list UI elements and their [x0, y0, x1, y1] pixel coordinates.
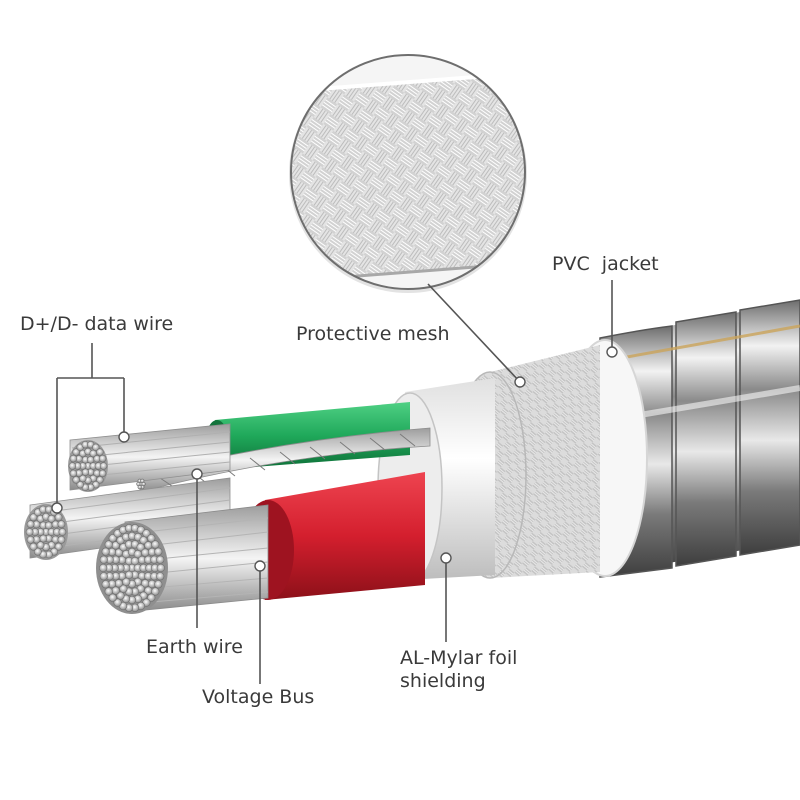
- strand-end: [151, 540, 160, 549]
- strand-end: [98, 454, 107, 463]
- anchor-data-wire-upper: [118, 431, 130, 443]
- zoom-ring: [290, 54, 526, 290]
- strand-end: [108, 534, 117, 543]
- strand-end: [54, 513, 63, 522]
- strand-end: [69, 454, 78, 463]
- earth-strand-bundle: [139, 427, 431, 493]
- strand-end: [101, 580, 110, 589]
- anchor-pvc-jacket: [606, 346, 618, 358]
- strand-end: [154, 580, 163, 589]
- data-lower-strand-lines: [31, 487, 231, 551]
- leader-protective-mesh: [427, 283, 521, 383]
- strand-end: [104, 540, 113, 549]
- strand-end: [156, 572, 165, 581]
- strand-end: [108, 593, 117, 602]
- strand-end: [68, 462, 77, 470]
- strand-end-faces: [25, 441, 165, 612]
- strand-end: [76, 481, 84, 489]
- label-earth-wire: Earth wire: [146, 636, 243, 658]
- strand-end: [72, 476, 80, 484]
- strand-end: [26, 520, 35, 529]
- strand-end: [147, 534, 156, 543]
- strand-end: [57, 520, 66, 529]
- anchor-protective-mesh: [514, 376, 526, 388]
- jacket-ring-2: [675, 311, 737, 567]
- strand-end: [29, 542, 38, 551]
- protective-mesh-zoom-view: [289, 54, 527, 293]
- strand-end: [140, 478, 145, 484]
- strand-end: [72, 448, 80, 456]
- strand-end: [25, 528, 34, 536]
- strand-end: [99, 555, 108, 564]
- strand-end: [156, 563, 165, 573]
- label-data-wire: D+/D- data wire: [20, 313, 173, 335]
- strand-end: [81, 468, 90, 476]
- strand-end: [156, 555, 165, 564]
- strand-end: [92, 443, 100, 451]
- strand-end: [136, 543, 145, 552]
- label-foil-shielding-line2: shielding: [400, 670, 486, 692]
- strand-end: [69, 469, 78, 478]
- strand-end: [58, 528, 67, 536]
- strand-end: [142, 529, 151, 538]
- strand-end: [139, 536, 148, 545]
- strand-end: [116, 591, 125, 600]
- jacket-ring-3: [739, 299, 800, 556]
- label-voltage-bus: Voltage Bus: [202, 686, 314, 708]
- strand-end: [99, 462, 108, 470]
- diagram-labels: PVC jacket D+/D- data wire Protective me…: [20, 253, 659, 708]
- strand-end: [26, 535, 35, 544]
- zoom-braid-band: [291, 72, 525, 282]
- label-protective-mesh: Protective mesh: [296, 323, 450, 345]
- jacket-gold-stripe: [609, 324, 800, 362]
- data-upper-strand-lines: [71, 431, 231, 479]
- label-pvc-jacket: PVC jacket: [552, 253, 659, 275]
- leader-anchor-dots: [51, 346, 618, 572]
- strand-end: [141, 548, 150, 557]
- strand-end: [96, 448, 104, 456]
- strand-end: [104, 587, 113, 596]
- leader-data-wire-bracket: [56, 343, 125, 508]
- strand-end: [154, 547, 163, 556]
- strand-end: [96, 476, 104, 484]
- strand-end: [44, 521, 53, 530]
- anchor-voltage-bus: [254, 560, 266, 572]
- strand-end: [29, 513, 38, 522]
- strand-end: [54, 542, 63, 551]
- strand-end: [114, 579, 123, 588]
- strand-end: [113, 598, 122, 607]
- strand-end: [99, 563, 108, 573]
- strand-end: [119, 584, 128, 593]
- anchor-earth-wire: [191, 468, 203, 480]
- strand-end: [98, 469, 107, 478]
- strand-end: [33, 547, 42, 556]
- label-foil-shielding-line1: AL-Mylar foil: [400, 647, 517, 669]
- strand-end: [57, 535, 66, 544]
- strand-end: [86, 456, 95, 464]
- anchor-foil-shielding: [440, 552, 452, 564]
- red-insulation: [265, 472, 425, 600]
- strand-end: [151, 587, 160, 596]
- strand-end: [39, 534, 48, 543]
- strand-end: [130, 556, 139, 566]
- anchor-data-wire-lower: [51, 502, 63, 514]
- leader-lines: [56, 280, 613, 684]
- strand-end: [125, 570, 134, 580]
- red-core-strand-lines: [127, 517, 269, 605]
- strand-end: [101, 547, 110, 556]
- strand-end: [147, 593, 156, 602]
- strand-end: [99, 572, 108, 581]
